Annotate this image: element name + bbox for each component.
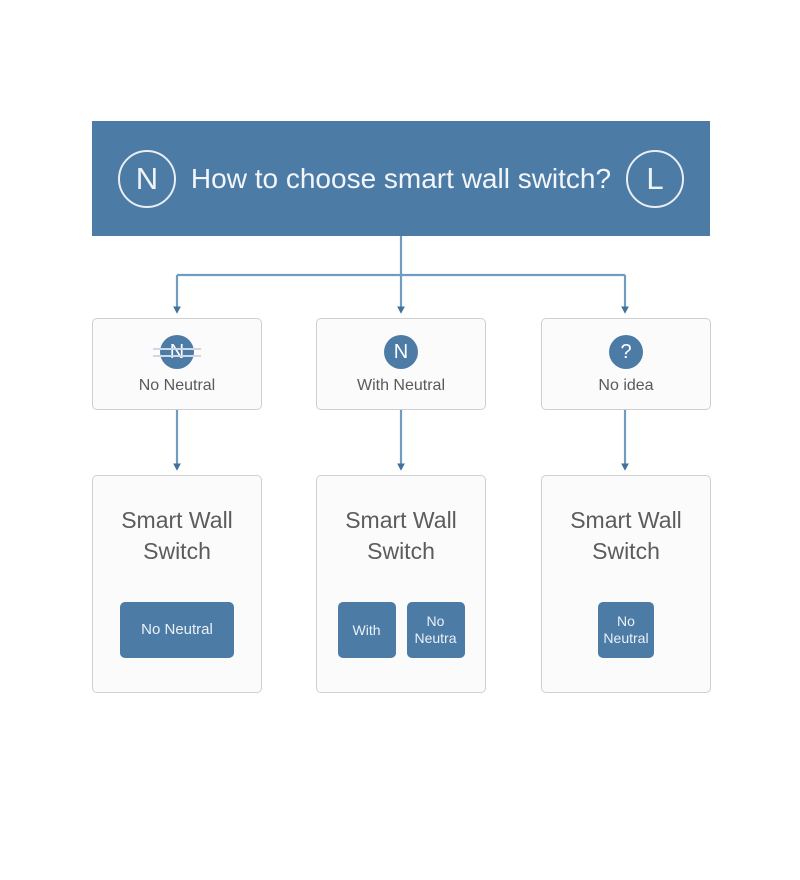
product-title: Smart Wall Switch [570, 507, 682, 564]
option-label: With Neutral [356, 376, 446, 394]
product-card-no-idea[interactable]: Smart Wall Switch No Neutral [541, 475, 711, 693]
question-mark-icon: ? [609, 334, 643, 369]
product-title: Smart Wall Switch [345, 507, 457, 564]
product-title: Smart Wall Switch [121, 507, 233, 564]
product-button-group: No Neutral [93, 602, 261, 658]
live-terminal-icon: L [626, 149, 684, 208]
product-variant-button[interactable]: No Neutral [598, 602, 654, 658]
product-card-with-neutral[interactable]: Smart Wall Switch With No Neutra [316, 475, 486, 693]
option-box-with-neutral[interactable]: N With Neutral [316, 318, 486, 410]
product-variant-button[interactable]: No Neutral [120, 602, 234, 658]
option-box-no-idea[interactable]: ? No idea [541, 318, 711, 410]
n-icon: N [384, 334, 418, 369]
option-box-no-neutral[interactable]: N No Neutral [92, 318, 262, 410]
option-label: No Neutral [138, 376, 216, 394]
option-label: No idea [598, 376, 654, 394]
page-title: How to choose smart wall switch? [190, 162, 612, 194]
product-variant-button[interactable]: No Neutra [406, 602, 465, 658]
product-card-no-neutral[interactable]: Smart Wall Switch No Neutral [92, 475, 262, 693]
product-variant-button[interactable]: With [337, 602, 396, 658]
header-banner: N How to choose smart wall switch? L [92, 121, 710, 236]
n-struck-icon: N [153, 334, 201, 369]
product-button-group: With No Neutra [317, 602, 485, 658]
product-button-group: No Neutral [542, 602, 710, 658]
neutral-terminal-icon: N [118, 149, 176, 208]
